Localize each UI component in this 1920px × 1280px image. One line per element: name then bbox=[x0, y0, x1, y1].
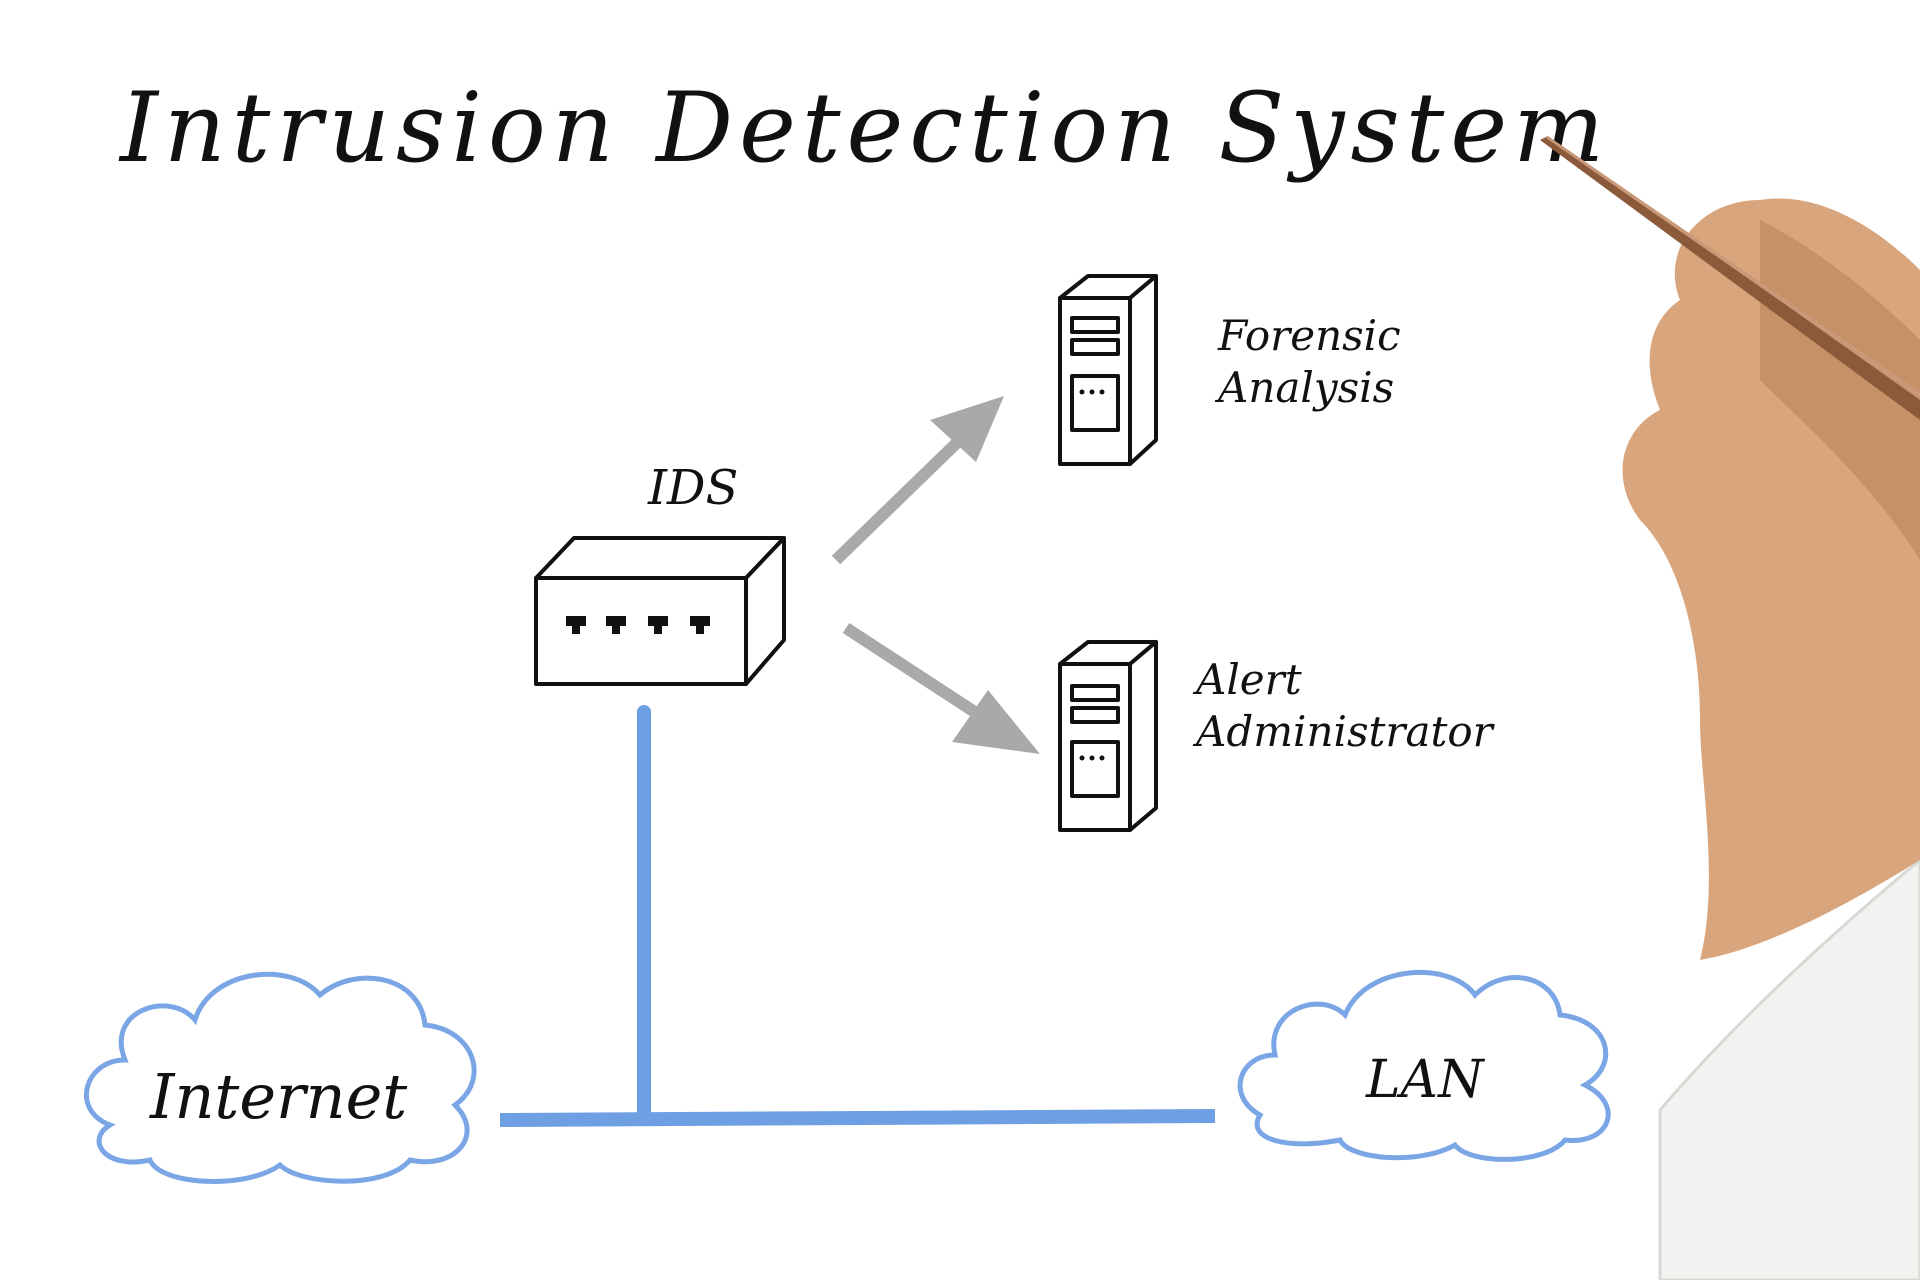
alert-server bbox=[1058, 640, 1158, 832]
diagram-title: Intrusion Detection System bbox=[120, 72, 1611, 184]
internet-lan-link bbox=[499, 1109, 1216, 1127]
forensic-label-line-2: Analysis bbox=[1218, 363, 1395, 412]
ids-ports bbox=[566, 616, 710, 634]
forensic-analysis-label: Forensic Analysis bbox=[1218, 310, 1401, 414]
ids-device bbox=[534, 536, 786, 686]
forensic-label-line-1: Forensic bbox=[1218, 311, 1401, 360]
arrow-to-forensic bbox=[831, 396, 1004, 565]
network-lines bbox=[499, 705, 1216, 1127]
lan-label: LAN bbox=[1366, 1050, 1484, 1110]
internet-cloud bbox=[83, 971, 477, 1184]
alert-label-line-1: Alert bbox=[1196, 655, 1302, 704]
pen bbox=[1540, 136, 1920, 420]
ids-label: IDS bbox=[648, 460, 739, 516]
hand-with-pen-illustration bbox=[1540, 136, 1920, 1280]
alert-administrator-label: Alert Administrator bbox=[1196, 654, 1493, 758]
lan-cloud bbox=[1237, 969, 1611, 1162]
forensic-server bbox=[1058, 274, 1158, 466]
forensic-server-dots bbox=[1079, 389, 1105, 395]
pen-highlight bbox=[1546, 136, 1920, 398]
internet-label: Internet bbox=[150, 1060, 408, 1133]
arrow-to-alert bbox=[842, 622, 1040, 754]
sleeve bbox=[1658, 858, 1920, 1280]
hand-shadow bbox=[1760, 220, 1920, 560]
alert-server-dots bbox=[1079, 755, 1105, 761]
alert-label-line-2: Administrator bbox=[1196, 707, 1493, 756]
